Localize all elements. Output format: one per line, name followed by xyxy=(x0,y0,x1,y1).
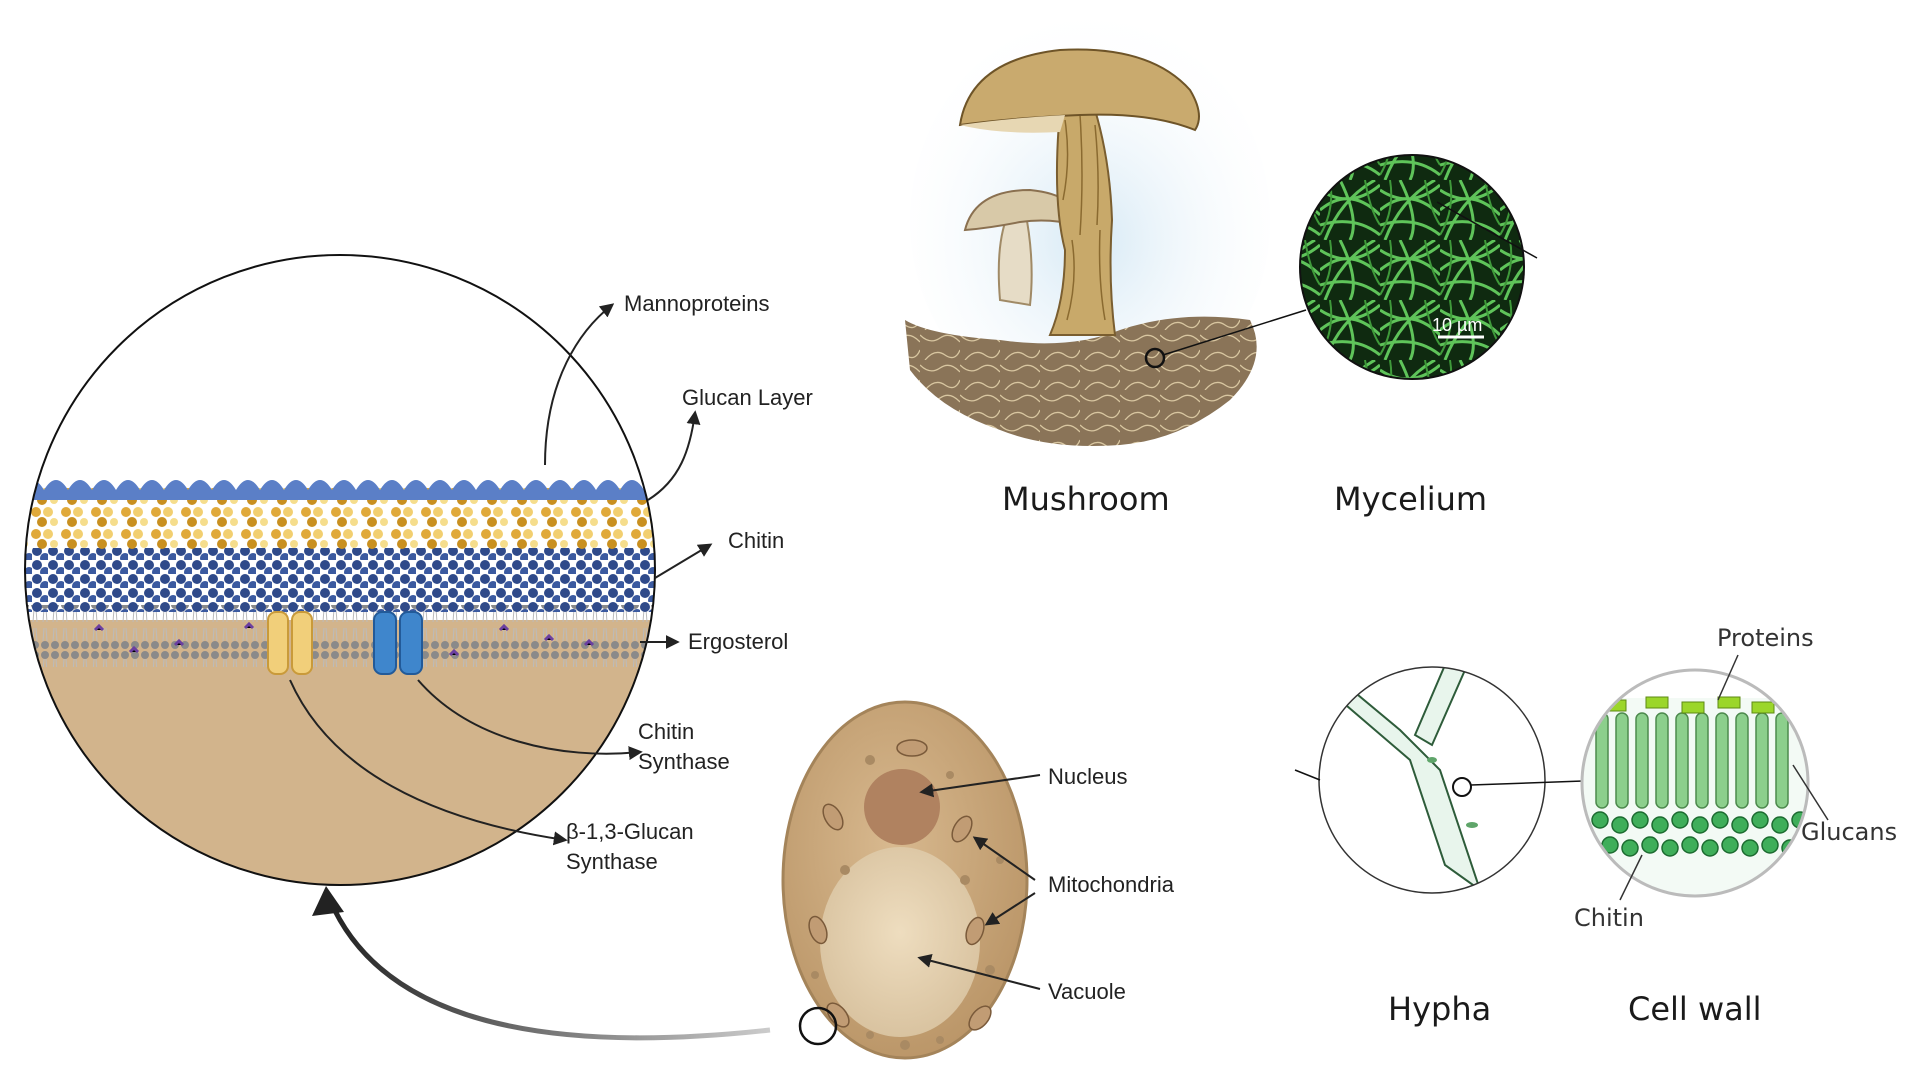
mycelium-caption: Mycelium xyxy=(1334,480,1487,518)
label-vacuole: Vacuole xyxy=(1048,979,1126,1004)
large-mushroom-gills xyxy=(960,115,1065,133)
magnified-view-circle xyxy=(24,254,656,886)
cell-wall-caption: Cell wall xyxy=(1628,990,1762,1028)
cell-wall-cross-section: Mannoproteins Glucan Layer Chitin Ergost… xyxy=(24,254,813,886)
extracellular-space xyxy=(25,380,655,480)
zoom-arrow-head xyxy=(312,886,344,916)
label-glucan-layer: Glucan Layer xyxy=(682,385,813,410)
mycelium-micrograph xyxy=(1300,155,1524,379)
label-glucans: Glucans xyxy=(1801,818,1897,846)
glucan-strands xyxy=(1595,712,1789,809)
nucleus-leader xyxy=(919,774,1041,798)
mushroom-illustration: 10 µm Mushroom Mycelium xyxy=(905,20,1538,518)
label-chitin-synthase-line2: Synthase xyxy=(638,749,730,774)
cell-wall-circle xyxy=(1580,668,1810,898)
vacuole-leader xyxy=(917,954,1041,990)
mushroom-caption: Mushroom xyxy=(1002,480,1170,518)
label-chitin-synthase-line1: Chitin xyxy=(638,719,694,744)
mitochondria-group xyxy=(808,739,992,1031)
label-chitin: Chitin xyxy=(728,528,784,553)
large-mushroom-cap xyxy=(958,48,1200,132)
vacuole xyxy=(820,847,980,1037)
glucans-leader xyxy=(1792,764,1829,821)
label-glucan-synthase-line2: Synthase xyxy=(566,849,658,874)
mitochondria-leader-2 xyxy=(984,892,1036,926)
cell-wall-zoom-source xyxy=(1452,777,1472,797)
chitin-layer xyxy=(25,548,655,612)
chitin-leader-right xyxy=(1619,854,1643,901)
mannoproteins-leader xyxy=(544,303,615,466)
large-mushroom-stem xyxy=(1048,109,1117,336)
cell-wall-zoom-line xyxy=(1470,780,1584,786)
label-nucleus: Nucleus xyxy=(1048,764,1127,789)
label-mitochondria: Mitochondria xyxy=(1048,872,1175,897)
mannoprotein-layer xyxy=(25,480,655,500)
zoom-source-circle xyxy=(798,1006,838,1046)
chitin-synthase-protein xyxy=(373,611,423,675)
proteins-leader xyxy=(1717,654,1739,701)
chitin-leader xyxy=(654,543,713,579)
hypha-caption: Hypha xyxy=(1388,990,1491,1028)
mycelium-circle xyxy=(1299,154,1525,380)
mycelium-zoom-line xyxy=(1162,309,1307,356)
nucleus xyxy=(864,769,940,845)
label-chitin-right: Chitin xyxy=(1574,904,1644,932)
beta-glucan-synthase-protein xyxy=(267,611,313,675)
zoom-arrow xyxy=(327,899,771,1041)
mycelium-zoom-source xyxy=(1144,347,1166,369)
glucan-layer-leader xyxy=(647,410,701,501)
glucan-synthase-leader xyxy=(289,679,568,846)
mitochondria-leader-1 xyxy=(972,836,1036,881)
chitin-beads xyxy=(1591,811,1808,857)
label-mannoproteins: Mannoproteins xyxy=(624,291,770,316)
soil-and-mycelium xyxy=(905,316,1257,446)
hypha-panel: Proteins Glucans Chitin Hypha Cell wall xyxy=(1294,624,1897,1028)
label-proteins: Proteins xyxy=(1717,624,1814,652)
scale-bar-label: 10 µm xyxy=(1432,315,1482,335)
label-glucan-synthase-line1: β-1,3-Glucan xyxy=(566,819,694,844)
chitin-synthase-leader xyxy=(417,679,643,761)
plasma-membrane xyxy=(25,605,655,667)
label-ergosterol: Ergosterol xyxy=(688,629,788,654)
yeast-cell: Nucleus Mitochondria Vacuole xyxy=(781,700,1175,1060)
